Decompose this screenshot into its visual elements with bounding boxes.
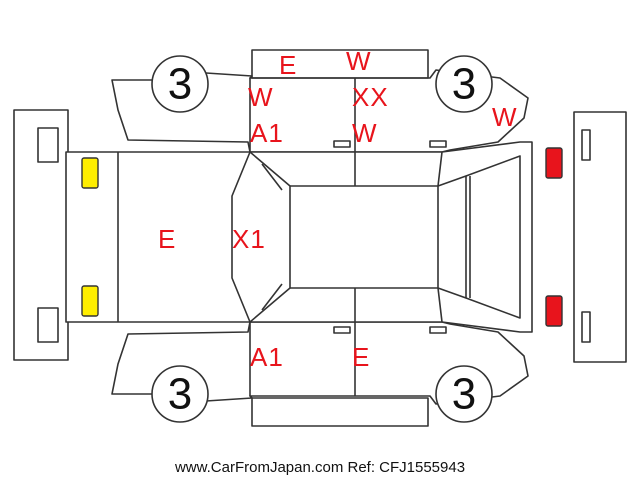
car-top-view-body [65,141,533,333]
damage-mark-roof-w: W [346,46,372,76]
front-lamp-lower [81,285,99,317]
rear-lamp-upper [545,147,563,179]
rear-bumper [573,111,627,363]
tire-rear-left: 3 [435,55,493,113]
damage-mark-roof-e: E [279,50,297,80]
damage-mark-door-lower-e: E [352,342,370,372]
front-lamp-upper [81,157,99,189]
tire-rear-right: 3 [435,365,493,423]
tire-front-right: 3 [151,365,209,423]
roof-strip-bottom [251,397,429,427]
front-lamps [81,157,99,317]
rear-lamps [545,147,563,327]
damage-mark-hood-e: E [158,224,176,254]
damage-mark-pillar-a1-top: A1 [250,118,284,148]
damage-mark-door-xx: XX [352,82,389,112]
tire-front-left: 3 [151,55,209,113]
damage-mark-door-w: W [352,118,378,148]
damage-marks: E W W A1 XX W W E X1 A1 E [158,46,518,372]
tire-rating-front-right: 3 [168,370,192,419]
damage-mark-quarter-w: W [492,102,518,132]
tire-rating-front-left: 3 [168,60,192,109]
watermark-reference: www.CarFromJapan.com Ref: CFJ1555943 [174,459,465,476]
tire-rating-rear-right: 3 [452,370,476,419]
front-bumper [13,109,69,361]
damage-mark-pillar-a1-bottom: A1 [250,342,284,372]
damage-mark-fender-w: W [248,82,274,112]
tire-rating-rear-left: 3 [452,60,476,109]
damage-mark-windshield-x1: X1 [232,224,266,254]
rear-lamp-lower [545,295,563,327]
